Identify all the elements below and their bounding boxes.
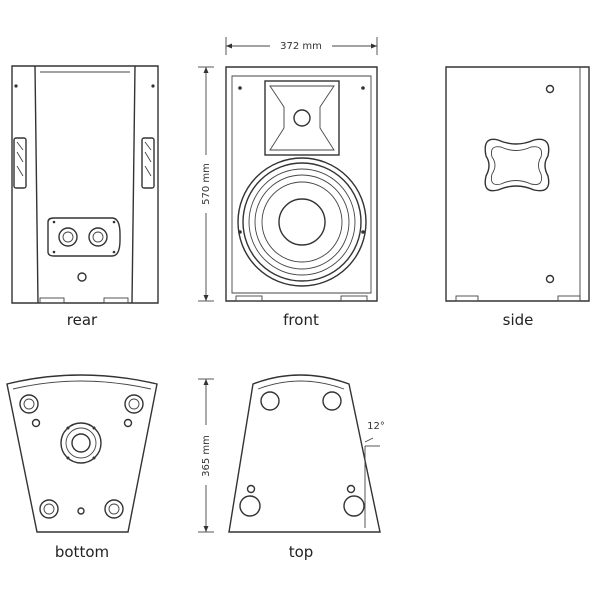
rear-right-handle bbox=[141, 137, 155, 189]
bottom-pole-screw bbox=[92, 426, 96, 430]
rear-screw bbox=[151, 84, 155, 88]
side-foot bbox=[557, 295, 581, 302]
rear-view bbox=[11, 65, 159, 304]
front-woofer-cone-ring bbox=[261, 181, 343, 263]
height-arrow-top bbox=[203, 67, 209, 73]
top-front-edge bbox=[257, 380, 345, 390]
bottom-pole-screw bbox=[66, 456, 70, 460]
top-foot bbox=[343, 495, 365, 517]
bottom-front-edge bbox=[12, 380, 152, 390]
rear-left-seam bbox=[34, 65, 39, 304]
bottom-screw bbox=[31, 418, 41, 428]
bottom-view bbox=[6, 374, 158, 533]
front-screw bbox=[361, 230, 365, 234]
rear-left-handle-grip bbox=[16, 141, 24, 177]
bottom-foot-inner bbox=[128, 398, 140, 410]
side-view-label: side bbox=[502, 311, 534, 329]
bottom-screw bbox=[77, 507, 85, 515]
height-dimension-label: 570 mm bbox=[201, 163, 212, 205]
top-foot bbox=[260, 391, 280, 411]
rear-view-label: rear bbox=[66, 311, 98, 329]
rear-input-jack-1 bbox=[58, 227, 78, 247]
rear-foot bbox=[39, 297, 65, 304]
front-grille-edge bbox=[231, 75, 372, 294]
front-outline bbox=[225, 66, 378, 302]
front-woofer-cone-ring bbox=[248, 168, 356, 276]
top-angle-arc-leader bbox=[364, 437, 374, 443]
rear-outline bbox=[11, 65, 159, 304]
front-foot bbox=[340, 295, 368, 302]
top-view-label: top bbox=[288, 543, 314, 561]
front-view-label: front bbox=[283, 311, 319, 329]
width-arrow-right bbox=[371, 43, 377, 49]
top-outline bbox=[228, 374, 381, 533]
front-horn-throat bbox=[293, 109, 311, 127]
bottom-pole-screw bbox=[92, 456, 96, 460]
front-foot bbox=[235, 295, 263, 302]
bottom-foot bbox=[19, 394, 39, 414]
side-foot bbox=[455, 295, 479, 302]
front-woofer-frame bbox=[237, 157, 367, 287]
bottom-foot bbox=[104, 499, 124, 519]
front-horn-flare bbox=[269, 85, 335, 151]
depth-dimension-label: 365 mm bbox=[201, 435, 212, 477]
bottom-pole-mount bbox=[60, 422, 102, 464]
top-foot bbox=[322, 391, 342, 411]
width-dimension-label: 372 mm bbox=[280, 41, 322, 52]
side-outline bbox=[445, 66, 590, 302]
bottom-foot bbox=[124, 394, 144, 414]
depth-arrow-top bbox=[203, 379, 209, 385]
rear-connector-plate bbox=[47, 217, 121, 257]
side-handle-inner bbox=[490, 146, 542, 185]
rear-screw bbox=[14, 84, 18, 88]
front-horn-outer bbox=[264, 80, 340, 156]
depth-arrow-bottom bbox=[203, 526, 209, 532]
rear-right-handle-grip bbox=[144, 141, 152, 177]
front-woofer-dustcap bbox=[278, 198, 326, 246]
bottom-foot-inner bbox=[108, 503, 120, 515]
width-arrow-left bbox=[226, 43, 232, 49]
side-rigging-point bbox=[545, 274, 555, 284]
height-arrow-bottom bbox=[203, 295, 209, 301]
width-dimension: 372 mm bbox=[225, 37, 378, 55]
side-rigging-point bbox=[545, 84, 555, 94]
front-woofer-cone-ring bbox=[254, 174, 350, 270]
rear-input-jack-2-inner bbox=[92, 231, 104, 243]
bottom-pole-mount-ring bbox=[65, 427, 97, 459]
front-view bbox=[225, 66, 378, 302]
rear-plate-screw bbox=[52, 250, 56, 254]
bottom-foot-inner bbox=[43, 503, 55, 515]
bottom-pole-screw bbox=[66, 426, 70, 430]
bottom-foot bbox=[39, 499, 59, 519]
rear-plate-screw bbox=[52, 220, 56, 224]
bottom-screw bbox=[123, 418, 133, 428]
rear-plate-screw bbox=[112, 250, 116, 254]
rear-plate-screw bbox=[112, 220, 116, 224]
rear-input-jack-2 bbox=[88, 227, 108, 247]
bottom-foot-inner bbox=[23, 398, 35, 410]
rear-left-handle bbox=[13, 137, 27, 189]
front-screw bbox=[238, 86, 242, 90]
top-view: 12° bbox=[228, 374, 385, 533]
top-screw bbox=[246, 484, 256, 494]
bottom-pole-socket bbox=[71, 433, 91, 453]
bottom-outline bbox=[6, 374, 158, 533]
front-screw bbox=[361, 86, 365, 90]
rear-input-jack-1-inner bbox=[62, 231, 74, 243]
rear-right-seam bbox=[131, 65, 136, 304]
top-screw bbox=[346, 484, 356, 494]
rear-foot bbox=[103, 297, 129, 304]
height-dimension: 570 mm bbox=[198, 66, 214, 302]
front-woofer-surround bbox=[242, 162, 362, 282]
side-handle-recess bbox=[484, 138, 550, 192]
depth-dimension: 365 mm bbox=[198, 378, 214, 533]
rear-logo-badge bbox=[77, 272, 87, 282]
bottom-view-label: bottom bbox=[54, 543, 110, 561]
top-angle-label: 12° bbox=[367, 421, 385, 432]
side-view bbox=[445, 66, 590, 302]
top-foot bbox=[239, 495, 261, 517]
